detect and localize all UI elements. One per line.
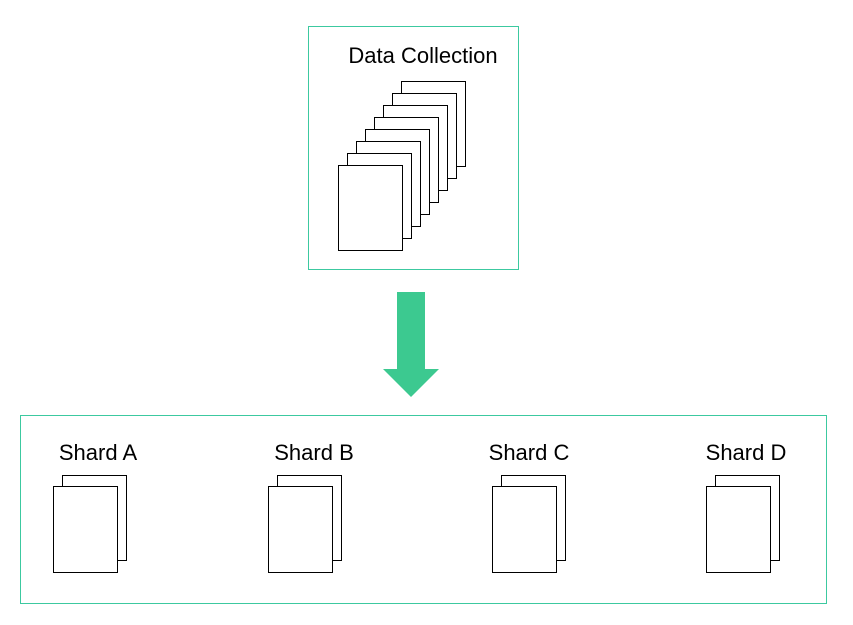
data-collection-title: Data Collection [348,43,497,68]
collection-page [338,165,403,251]
down-arrow-icon [383,292,439,397]
shard-b-label: Shard B [274,440,354,465]
shard-a-label: Shard A [59,440,138,465]
document-stack-icon [338,81,466,251]
shard-c-front-page [492,486,557,573]
shards-frame [20,415,827,604]
shards-group: Shard A Shard B Shard C Shard D [20,415,827,604]
shard-c-label: Shard C [489,440,570,465]
shard-d-front-page [706,486,771,573]
shard-b-front-page [268,486,333,573]
shard-a: Shard A [53,440,138,573]
shard-d-label: Shard D [706,440,787,465]
shard-b: Shard B [268,440,354,573]
data-collection-group: Data Collection [308,26,519,270]
shard-c: Shard C [489,440,570,573]
shard-a-front-page [53,486,118,573]
shard-d: Shard D [706,440,787,573]
